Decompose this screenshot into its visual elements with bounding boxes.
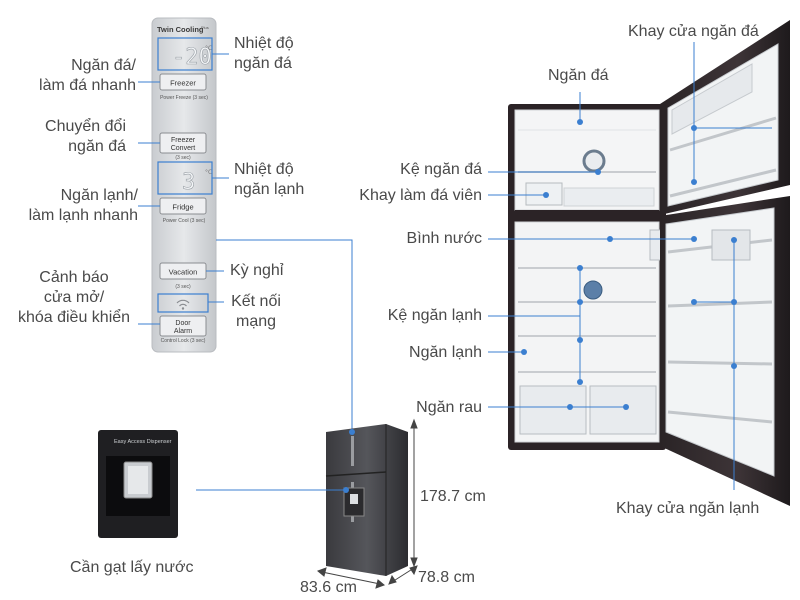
freezer-temp-display: -20 [172, 45, 212, 70]
svg-text:Door: Door [175, 320, 191, 327]
fridge-leader-lines [488, 42, 772, 490]
svg-text:Freezer: Freezer [170, 79, 196, 88]
svg-text:Vacation: Vacation [169, 268, 198, 277]
dimension-depth: 78.8 cm [418, 569, 475, 586]
vacation-button[interactable]: Vacation [159, 262, 207, 280]
label-fridge-temp: Nhiệt độ ngăn lạnh [234, 161, 305, 198]
fridge-caption: Power Cool (3 sec) [163, 218, 206, 224]
label-crisper: Ngăn rau [416, 399, 482, 416]
svg-text:°C: °C [205, 169, 212, 176]
dimension-height: 178.7 cm [420, 488, 486, 505]
door-alarm-button[interactable]: Door Alarm [159, 315, 207, 337]
svg-text:Alarm: Alarm [174, 328, 192, 335]
label-quick-freeze: Ngăn đá/ làm đá nhanh [39, 57, 136, 94]
label-fridge-door-tray: Khay cửa ngăn lạnh [616, 500, 760, 517]
panel-leader-lines [138, 53, 353, 432]
label-network: Kết nối mạng [231, 293, 281, 330]
vacation-caption: (3 sec) [175, 284, 191, 290]
brand-sup: Plus [201, 25, 209, 30]
label-convert: Chuyển đổi ngăn đá [45, 118, 126, 155]
label-water-tank: Bình nước [406, 230, 482, 247]
brand-label: Twin Cooling [157, 25, 204, 34]
control-panel: Twin Cooling Plus -20 °C Freezer Power F… [151, 17, 217, 353]
freezer-button[interactable]: Freezer [159, 73, 207, 91]
svg-text:Fridge: Fridge [172, 203, 193, 212]
door-alarm-caption: Control Lock (3 sec) [161, 338, 206, 344]
label-dispenser-lever: Cần gạt lấy nước [70, 559, 194, 576]
fridge-temp-display: 3 [182, 170, 195, 195]
highlight-network [157, 293, 209, 313]
label-quick-cool: Ngăn lạnh/ làm lạnh nhanh [28, 187, 138, 224]
closed-refrigerator [325, 424, 408, 576]
svg-text:°C: °C [205, 45, 212, 52]
label-vacation: Kỳ nghỉ [230, 262, 284, 279]
label-ice-tray: Khay làm đá viên [359, 187, 482, 204]
label-freezer: Ngăn đá [548, 67, 609, 84]
dimension-arrows [317, 418, 418, 589]
dispenser-closeup: Easy Access Dispenser [98, 430, 178, 538]
fridge-button[interactable]: Fridge [159, 197, 207, 215]
label-freezer-door-tray: Khay cửa ngăn đá [628, 23, 759, 40]
label-door-alarm: Cảnh báo cửa mở/ khóa điều khiển [17, 269, 131, 326]
convert-caption: (3 sec) [175, 155, 191, 161]
callout-dots [521, 119, 737, 410]
dispenser-title: Easy Access Dispenser [114, 439, 172, 445]
label-freezer-temp: Nhiệt độ ngăn đá [234, 35, 294, 72]
freezer-caption: Power Freeze (3 sec) [160, 95, 208, 101]
open-refrigerator [508, 20, 790, 506]
svg-text:Convert: Convert [171, 145, 196, 152]
label-freezer-shelf: Kệ ngăn đá [400, 161, 482, 178]
wifi-icon [176, 299, 190, 310]
svg-text:Freezer: Freezer [171, 137, 196, 144]
label-fridge-shelf: Kệ ngăn lạnh [387, 307, 482, 324]
freezer-convert-button[interactable]: Freezer Convert [159, 132, 207, 154]
dimension-width: 83.6 cm [300, 579, 357, 596]
label-fridge: Ngăn lạnh [409, 344, 482, 361]
